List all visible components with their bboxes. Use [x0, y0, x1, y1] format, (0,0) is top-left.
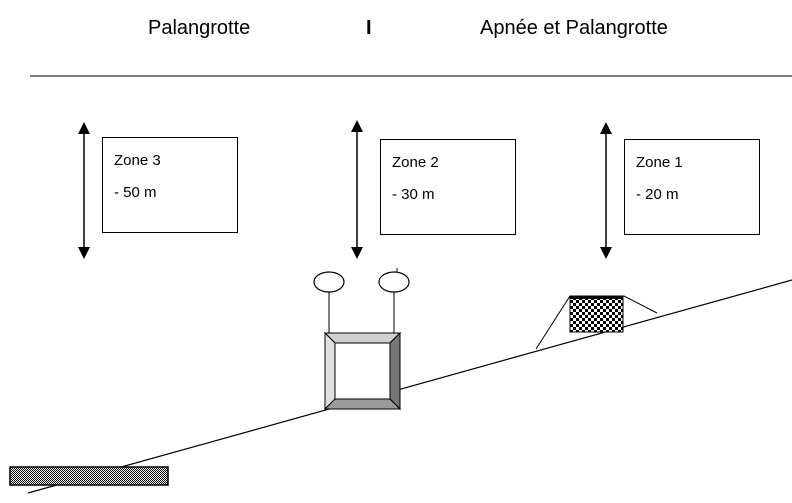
buoy-right-icon [378, 271, 410, 293]
buoy-left-icon [313, 271, 345, 293]
zone-2-depth: - 30 m [392, 186, 435, 203]
zone-2-box: Zone 2 - 30 m [380, 139, 516, 235]
trap-net-icon [535, 295, 658, 350]
reef-block-icon [323, 331, 402, 411]
zone-3-title: Zone 3 [114, 152, 161, 169]
zone-3-depth: - 50 m [114, 184, 157, 201]
header-separator: I [366, 17, 372, 39]
seafloor-slope [27, 279, 792, 494]
header-left-label: Palangrotte [148, 17, 251, 39]
zone-1-box: Zone 1 - 20 m [624, 139, 760, 235]
zone-1-depth: - 20 m [636, 186, 679, 203]
zone-3-box: Zone 3 - 50 m [102, 137, 238, 233]
hatched-bar [9, 466, 169, 486]
zone-2-title: Zone 2 [392, 154, 439, 171]
header-right-label: Apnée et Palangrotte [480, 17, 668, 39]
zone-1-title: Zone 1 [636, 154, 683, 171]
